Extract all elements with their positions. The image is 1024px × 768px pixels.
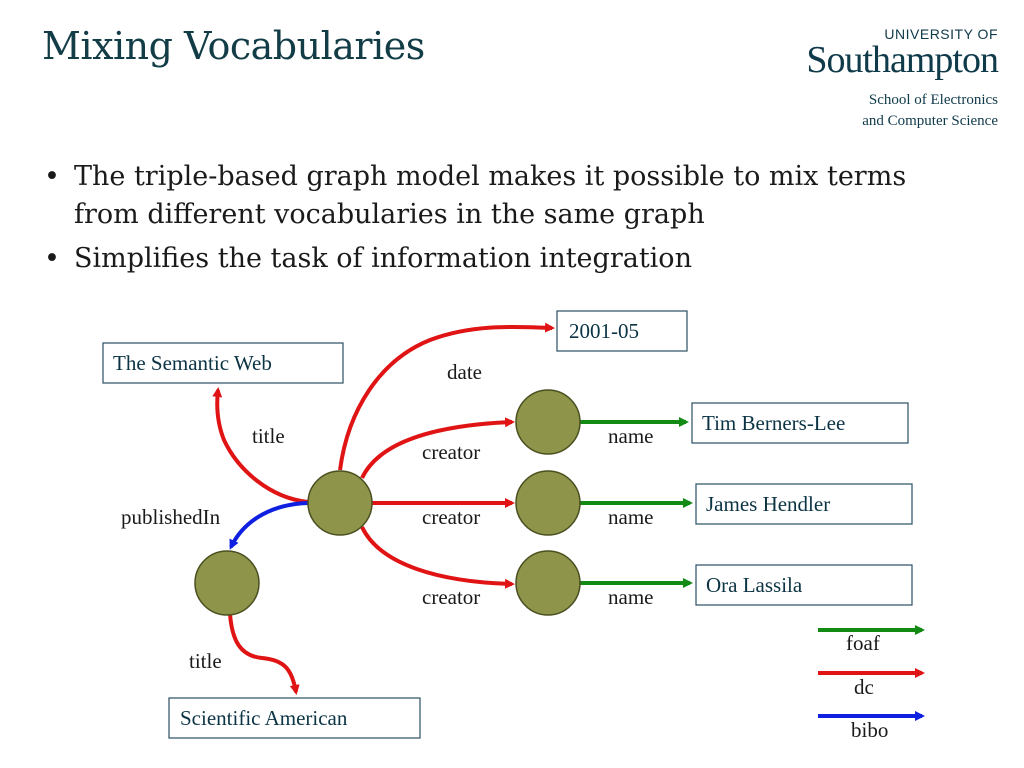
- literal-title-text: The Semantic Web: [113, 351, 272, 375]
- edge-journal-title: [228, 613, 300, 695]
- edge-title: [212, 387, 309, 504]
- node-article: [307, 470, 373, 536]
- literal-box-journal-title: [168, 697, 421, 739]
- literal-creator-2-text: James Hendler: [706, 492, 830, 516]
- literal-date-text: 2001-05: [569, 319, 639, 343]
- university-logo: UNIVERSITY OF Southampton School of Elec…: [806, 26, 999, 132]
- edge-label-title: title: [252, 424, 285, 448]
- literal-box-date: [556, 310, 688, 352]
- legend: foaf dc bibo: [818, 625, 925, 742]
- bullet-item: Simplifies the task of information integ…: [42, 240, 942, 278]
- legend-label-bibo: bibo: [851, 718, 888, 742]
- literal-journal-title-text: Scientific American: [180, 706, 348, 730]
- edge-label-creator-3: creator: [422, 585, 480, 609]
- logo-name-text: Southampton: [806, 39, 999, 81]
- edge-label-date: date: [447, 360, 482, 384]
- legend-label-foaf: foaf: [846, 631, 880, 655]
- node-creator-1: [515, 389, 581, 455]
- logo-dept-line2: and Computer Science: [862, 113, 998, 129]
- edge-label-creator-2: creator: [422, 505, 480, 529]
- literal-box-creator-2: [695, 483, 913, 525]
- literal-box-title: [102, 342, 344, 384]
- literal-box-creator-1: [691, 402, 909, 444]
- literal-box-creator-3: [695, 564, 913, 606]
- node-journal: [194, 550, 260, 616]
- literal-creator-1-text: Tim Berners-Lee: [702, 411, 845, 435]
- edge-date: [338, 322, 555, 471]
- edge-label-journal-title: title: [189, 649, 222, 673]
- edge-label-published-in: publishedIn: [121, 505, 221, 529]
- node-creator-3: [515, 550, 581, 616]
- edge-creator-3: [360, 526, 515, 589]
- node-creator-2: [515, 470, 581, 536]
- literal-creator-3-text: Ora Lassila: [706, 573, 803, 597]
- edge-label-name-3: name: [608, 585, 653, 609]
- edge-creator-1: [360, 417, 515, 479]
- edge-label-name-1: name: [608, 424, 653, 448]
- bullet-item: The triple-based graph model makes it po…: [42, 158, 942, 234]
- slide-title: Mixing Vocabularies: [42, 24, 425, 68]
- edge-published-in: [229, 501, 309, 550]
- bullet-list: The triple-based graph model makes it po…: [42, 158, 942, 284]
- logo-university-text: UNIVERSITY OF: [884, 26, 998, 42]
- logo-dept-text: School of Electronics and Computer Scien…: [806, 90, 998, 132]
- logo-dept-line1: School of Electronics: [868, 92, 998, 108]
- legend-label-dc: dc: [854, 675, 874, 699]
- edge-label-name-2: name: [608, 505, 653, 529]
- edge-label-creator-1: creator: [422, 440, 480, 464]
